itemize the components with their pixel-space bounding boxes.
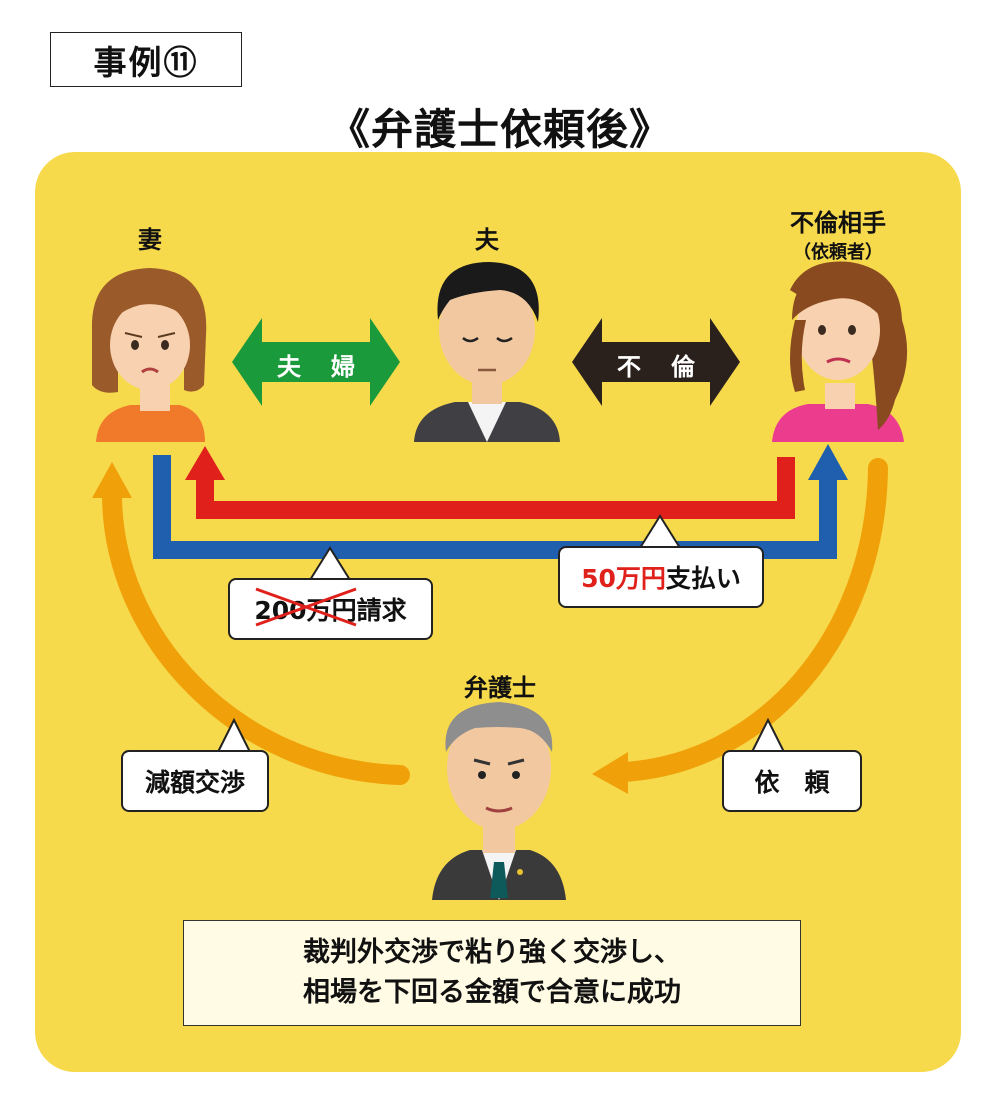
request-arrow-head	[592, 752, 628, 794]
reduction-callout: 減額交渉	[121, 750, 269, 812]
payment-arrow	[196, 457, 795, 519]
wife-figure	[91, 268, 207, 442]
affair-arrow	[572, 318, 740, 406]
claim-callout: 200万円 請求	[228, 578, 433, 640]
payment-callout: 50万円 支払い	[558, 546, 764, 608]
wife-name: 妻	[138, 226, 162, 254]
strike-cross-icon	[255, 587, 357, 627]
affair-partner-label: 不倫相手	[790, 209, 886, 237]
lawyer-figure	[432, 702, 566, 900]
affair-partner-figure	[772, 261, 908, 442]
case-label: 事例⑪	[50, 32, 242, 87]
couple-label: 夫婦	[277, 353, 385, 381]
reduction-negotiation-arrow	[101, 480, 410, 785]
paid-suffix: 支払い	[665, 564, 741, 593]
claim-arrow-head	[808, 444, 848, 480]
paid-callout-tail	[638, 514, 682, 549]
affair-partner-name: 不倫相手 （依頼者）	[758, 203, 918, 264]
husband-name: 夫	[475, 226, 499, 254]
summary-line-2: 相場を下回る金額で合意に成功	[303, 977, 681, 1008]
couple-arrow	[232, 318, 400, 406]
claim-amount: 200万円	[254, 587, 357, 627]
page-title: 《弁護士依頼後》	[327, 105, 672, 154]
payment-arrow-head	[185, 446, 225, 480]
claim-suffix: 請求	[356, 596, 407, 625]
summary-box: 裁判外交渉で粘り強く交渉し、 相場を下回る金額で合意に成功	[183, 920, 801, 1026]
paid-amount: 50万円	[581, 564, 666, 593]
request-arrow	[612, 458, 888, 782]
summary-line-1: 裁判外交渉で粘り強く交渉し、	[303, 936, 681, 968]
affair-partner-note: （依頼者）	[793, 242, 883, 263]
husband-figure	[414, 262, 560, 442]
affair-label: 不倫	[617, 353, 725, 381]
lawyer-name: 弁護士	[464, 674, 536, 702]
request-callout: 依 頼	[722, 750, 862, 812]
reduction-arrow-head	[92, 462, 132, 498]
claim-arrow	[153, 455, 837, 559]
